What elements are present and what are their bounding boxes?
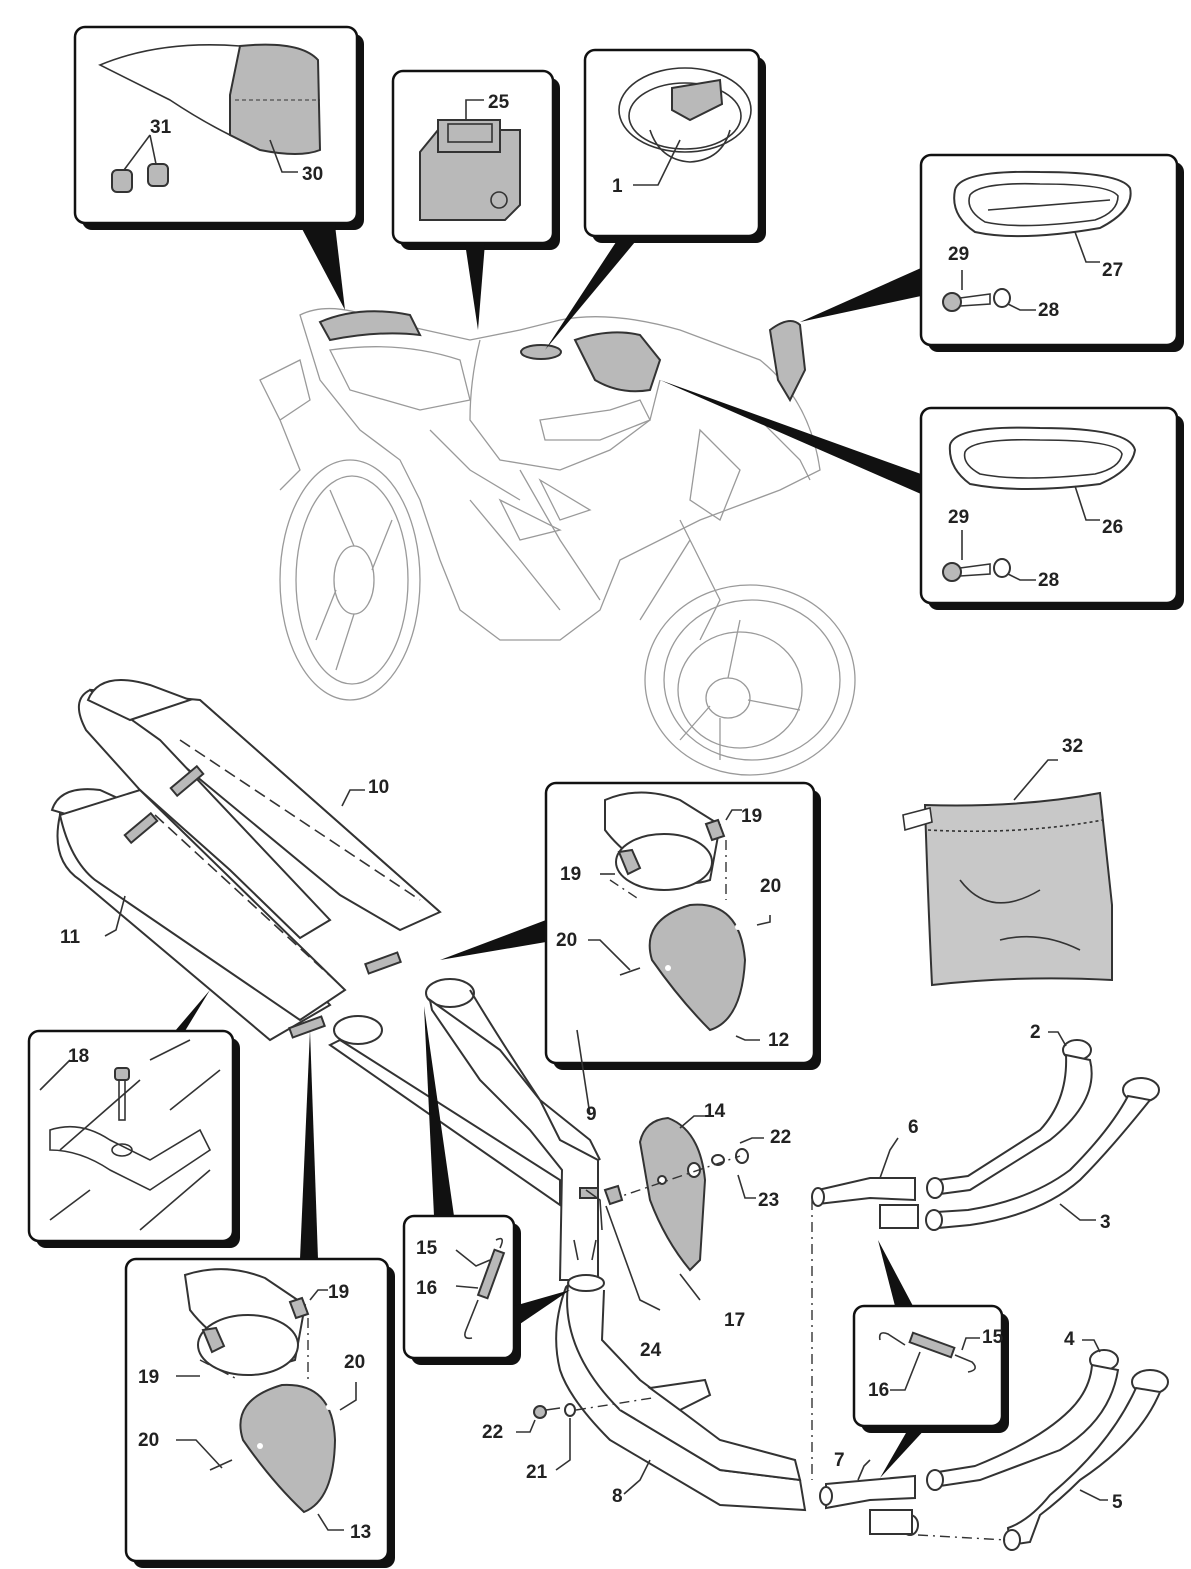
callout-30: 30 xyxy=(302,164,323,185)
callout-15b: 15 xyxy=(982,1327,1004,1348)
storage-bag xyxy=(902,759,1113,987)
callout-14: 14 xyxy=(704,1101,726,1122)
callout-21: 21 xyxy=(526,1462,548,1483)
callout-12: 12 xyxy=(768,1030,789,1051)
link-pipes xyxy=(328,978,807,1512)
callout-20d: 20 xyxy=(138,1430,159,1451)
callout-8: 8 xyxy=(612,1486,623,1507)
callout-26: 26 xyxy=(1102,517,1123,538)
header-pipes-upper xyxy=(811,1031,1160,1480)
callout-1: 1 xyxy=(612,176,623,197)
box-seat-cover xyxy=(73,25,364,310)
callout-25: 25 xyxy=(488,92,510,113)
callout-16a: 16 xyxy=(416,1278,437,1299)
box-ecu xyxy=(391,69,560,330)
callout-16b: 16 xyxy=(868,1380,889,1401)
callout-4: 4 xyxy=(1064,1329,1075,1350)
callout-28b: 28 xyxy=(1038,570,1059,591)
callout-11: 11 xyxy=(60,927,81,948)
callout-32: 32 xyxy=(1062,736,1083,757)
callout-10: 10 xyxy=(368,777,389,798)
callout-24: 24 xyxy=(640,1340,662,1361)
callout-19d: 19 xyxy=(138,1367,159,1388)
box-fuel-cap xyxy=(545,48,766,350)
callout-2: 2 xyxy=(1030,1022,1041,1043)
callout-28a: 28 xyxy=(1038,300,1059,321)
callout-15a: 15 xyxy=(416,1238,438,1259)
seat-cover-on-bike xyxy=(318,310,422,342)
callout-20b: 20 xyxy=(556,930,577,951)
callout-20c: 20 xyxy=(344,1352,365,1373)
callout-22a: 22 xyxy=(770,1127,791,1148)
box-spring-left xyxy=(402,1214,570,1365)
callout-29b: 29 xyxy=(948,507,969,528)
callout-13: 13 xyxy=(350,1522,371,1543)
fuel-cap-on-bike xyxy=(520,344,562,360)
pointer-spring-left xyxy=(424,1006,454,1216)
header-pipes-lower xyxy=(819,1339,1169,1551)
mufflers xyxy=(50,679,442,1042)
box-spring-right xyxy=(852,1240,1009,1478)
fairing xyxy=(299,307,821,641)
callout-18: 18 xyxy=(68,1046,89,1067)
front-wheel xyxy=(644,584,856,776)
callout-7: 7 xyxy=(834,1450,845,1471)
callout-27: 27 xyxy=(1102,260,1123,281)
callout-19c: 19 xyxy=(328,1282,349,1303)
box-end-cap-13 xyxy=(124,1030,395,1568)
callout-5: 5 xyxy=(1112,1492,1123,1513)
box-tank-pad-left xyxy=(660,380,1184,610)
lower-fasteners xyxy=(516,1397,653,1471)
callout-3: 3 xyxy=(1100,1212,1111,1233)
callout-23: 23 xyxy=(758,1190,779,1211)
side-pad-on-bike xyxy=(768,320,807,403)
callout-9: 9 xyxy=(586,1104,597,1125)
rear-wheel xyxy=(279,459,421,701)
callout-19b: 19 xyxy=(560,864,581,885)
callout-29a: 29 xyxy=(948,244,969,265)
box-mount-18 xyxy=(27,990,240,1248)
callout-31: 31 xyxy=(150,117,172,138)
motorcycle-outline xyxy=(259,307,856,776)
callout-22b: 22 xyxy=(482,1422,503,1443)
callout-19a: 19 xyxy=(741,806,762,827)
callout-6: 6 xyxy=(908,1117,919,1138)
callout-20a: 20 xyxy=(760,876,781,897)
box-end-cap-12 xyxy=(440,781,821,1070)
box-tank-pad-right xyxy=(800,153,1184,352)
tank-pad-on-bike xyxy=(573,331,662,393)
callout-17: 17 xyxy=(724,1310,745,1331)
heat-shield xyxy=(585,1115,764,1311)
